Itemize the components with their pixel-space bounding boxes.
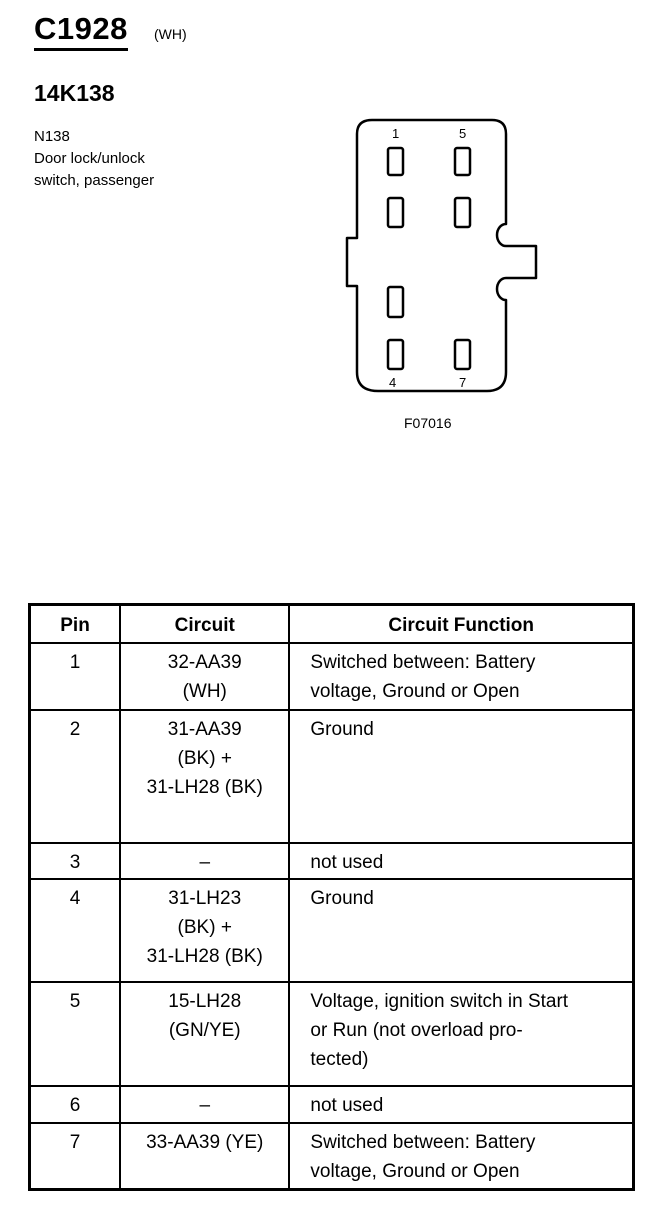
function-line: not used [310,852,384,873]
pin-label: 4 [389,375,396,390]
table-row: 2 31-AA39 (BK) + 31-LH28 (BK) Ground [28,709,635,844]
function-cell: not used [288,842,635,880]
pin-number: 1 [28,642,122,711]
circuit-line: 15-LH28 [168,991,242,1012]
connector-outline [345,118,538,393]
description-line: Door lock/unlock [34,150,145,167]
circuit-line: 31-AA39 [167,719,242,740]
pin-number: 2 [28,709,122,844]
figure-label: F07016 [404,415,452,431]
table-row: 4 31-LH23 (BK) + 31-LH28 (BK) Ground [28,878,635,983]
circuit-cell: 15-LH28 (GN/YE) [119,981,291,1087]
circuit-line: – [199,1095,211,1116]
description-line: switch, passenger [34,172,155,189]
circuit-line: 31-LH28 (BK) [146,777,263,798]
pin-cavity [386,196,405,229]
circuit-line: (GN/YE) [168,1020,241,1041]
column-header-pin: Pin [28,603,122,644]
function-cell: Ground [288,878,635,983]
circuit-line: (BK) + [177,748,232,769]
pin-label: 1 [392,126,399,141]
pin-number: 4 [28,878,122,983]
function-line: Voltage, ignition switch in Start [310,991,569,1012]
circuit-cell: 33-AA39 (YE) [119,1122,291,1190]
pin-cavity [386,338,405,371]
table-header-row: Pin Circuit Circuit Function [28,603,635,644]
circuit-line: 31-LH23 [168,888,242,909]
function-cell: Switched between: Battery voltage, Groun… [288,1122,635,1190]
pin-table: Pin Circuit Circuit Function 1 32-AA39 (… [28,603,635,1191]
function-line: Switched between: Battery [310,1132,536,1153]
pin-label: 7 [459,375,466,390]
circuit-line: – [199,852,211,873]
column-header-circuit: Circuit [119,603,291,644]
function-line: Ground [310,719,374,740]
pin-number: 7 [28,1122,122,1190]
table-row: 7 33-AA39 (YE) Switched between: Battery… [28,1122,635,1190]
function-cell: Switched between: Battery voltage, Groun… [288,642,635,711]
circuit-line: 33-AA39 (YE) [146,1132,264,1153]
function-line: not used [310,1095,384,1116]
pin-number: 6 [28,1085,122,1124]
function-line: voltage, Ground or Open [310,681,520,702]
function-cell: Voltage, ignition switch in Start or Run… [288,981,635,1087]
table-row: 6 – not used [28,1085,635,1124]
function-line: voltage, Ground or Open [310,1161,520,1182]
pin-number: 5 [28,981,122,1087]
circuit-cell: 31-AA39 (BK) + 31-LH28 (BK) [119,709,291,844]
circuit-line: 32-AA39 [167,652,242,673]
circuit-cell: 31-LH23 (BK) + 31-LH28 (BK) [119,878,291,983]
pin-cavity [386,146,405,177]
pin-cavity [453,338,472,371]
function-line: Switched between: Battery [310,652,536,673]
circuit-line: (WH) [182,681,227,702]
table-row: 1 32-AA39 (WH) Switched between: Battery… [28,642,635,711]
pin-cavity [453,196,472,229]
circuit-cell: – [119,1085,291,1124]
connector-face-diagram: 1 5 4 7 [345,118,538,393]
table-row: 3 – not used [28,842,635,880]
table-row: 5 15-LH28 (GN/YE) Voltage, ignition swit… [28,981,635,1087]
function-line: Ground [310,888,374,909]
function-cell: not used [288,1085,635,1124]
circuit-line: 31-LH28 (BK) [146,946,263,967]
connector-color: (WH) [154,26,187,42]
column-header-function: Circuit Function [288,603,635,644]
circuit-cell: 32-AA39 (WH) [119,642,291,711]
pin-number: 3 [28,842,122,880]
function-line: or Run (not overload pro- [310,1020,523,1041]
pin-cavity [386,285,405,319]
pin-label: 5 [459,126,466,141]
function-cell: Ground [288,709,635,844]
pin-cavity [453,146,472,177]
circuit-cell: – [119,842,291,880]
description-line: N138 [34,128,70,145]
part-number: 14K138 [34,80,115,106]
connector-id: C1928 [34,12,128,51]
function-line: tected) [310,1049,369,1070]
circuit-line: (BK) + [177,917,232,938]
